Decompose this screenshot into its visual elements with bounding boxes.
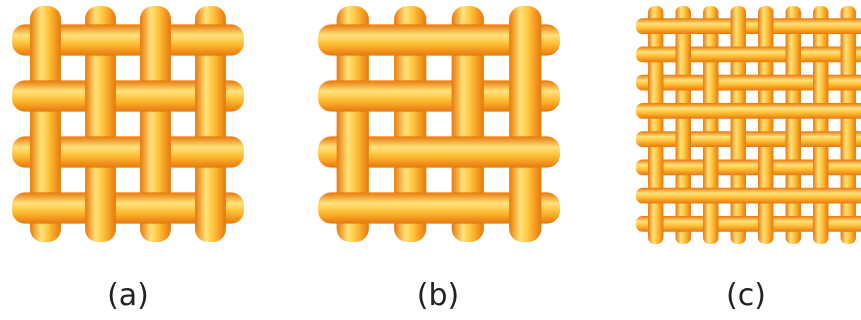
warp-crossing [336, 133, 369, 171]
warp-crossing [675, 128, 691, 151]
warp-thread [336, 6, 369, 242]
weft-thread [636, 215, 861, 232]
weft-thread [318, 24, 560, 56]
warp-thread [509, 6, 542, 242]
weft-thread [12, 192, 244, 224]
caption-b: (b) [416, 278, 460, 313]
warp-crossing [813, 156, 829, 179]
warp-crossing [140, 21, 171, 59]
warp-crossing [730, 15, 746, 38]
warp-thread [30, 6, 61, 242]
warp-crossing [509, 21, 542, 59]
weft-thread [318, 80, 560, 112]
weft-thread [636, 46, 861, 63]
weave-diagram-a [12, 6, 244, 242]
warp-thread [840, 6, 856, 244]
weave-diagram-b [318, 6, 560, 242]
weave-panel-a: (a) [10, 0, 246, 320]
weft-thread [12, 136, 244, 168]
weft-thread [318, 136, 560, 168]
weft-thread [636, 187, 861, 204]
warp-crossing [840, 128, 856, 151]
warp-crossing [30, 21, 61, 59]
weft-thread [636, 131, 861, 148]
weave-panel-c: (c) [636, 0, 861, 320]
warp-crossing [703, 212, 719, 235]
warp-crossing [758, 212, 774, 235]
warp-crossing [758, 156, 774, 179]
warp-thread [813, 6, 829, 244]
warp-thread [785, 6, 801, 244]
warp-crossing [703, 156, 719, 179]
warp-crossing [85, 189, 116, 227]
warp-crossing [140, 133, 171, 171]
warp-thread [85, 6, 116, 242]
caption-a: (a) [107, 278, 149, 313]
weave-panel-b: (b) [318, 0, 563, 320]
warp-thread [394, 6, 427, 242]
warp-crossing [195, 77, 226, 115]
weave-diagram-c [636, 6, 861, 244]
warp-crossing [785, 128, 801, 151]
warp-crossing [840, 43, 856, 66]
weft-thread [318, 192, 560, 224]
warp-thread [648, 6, 664, 244]
warp-thread [758, 6, 774, 244]
warp-crossing [813, 212, 829, 235]
warp-crossing [30, 133, 61, 171]
warp-crossing [451, 77, 484, 115]
warp-crossing [813, 71, 829, 94]
caption-c: (c) [726, 278, 766, 313]
warp-crossing [730, 128, 746, 151]
warp-thread [451, 6, 484, 242]
warp-thread [195, 6, 226, 242]
weft-thread [12, 24, 244, 56]
weft-thread [636, 74, 861, 91]
warp-thread [140, 6, 171, 242]
warp-crossing [703, 71, 719, 94]
weft-thread [636, 159, 861, 176]
weft-thread [12, 80, 244, 112]
warp-crossing [648, 71, 664, 94]
warp-crossing [675, 43, 691, 66]
warp-crossing [85, 77, 116, 115]
warp-crossing [648, 212, 664, 235]
warp-crossing [509, 77, 542, 115]
warp-crossing [648, 156, 664, 179]
warp-crossing [758, 15, 774, 38]
warp-crossing [195, 189, 226, 227]
warp-thread [730, 6, 746, 244]
warp-crossing [785, 43, 801, 66]
weft-thread [636, 18, 861, 35]
warp-thread [675, 6, 691, 244]
warp-crossing [509, 189, 542, 227]
weft-thread [636, 102, 861, 119]
warp-thread [703, 6, 719, 244]
